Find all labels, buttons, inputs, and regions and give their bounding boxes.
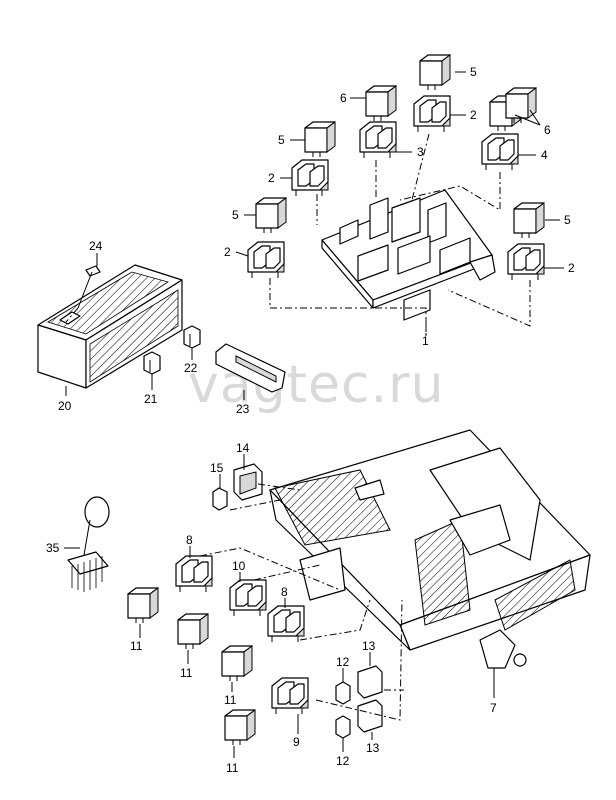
callout-21: 21 bbox=[144, 392, 158, 406]
dash-lines-bottom bbox=[199, 483, 404, 721]
callout-4: 4 bbox=[541, 148, 548, 162]
callout-11: 11 bbox=[180, 666, 193, 680]
holder-14 bbox=[233, 463, 263, 501]
screw-24 bbox=[65, 265, 101, 323]
fuse-puller-23 bbox=[215, 343, 286, 393]
callout-24: 24 bbox=[89, 239, 103, 253]
callout-15: 15 bbox=[210, 461, 224, 475]
relay-holder-3 bbox=[359, 121, 397, 159]
relay-holder-8b bbox=[267, 605, 305, 643]
callout-8: 8 bbox=[281, 585, 288, 599]
callout-11: 11 bbox=[226, 761, 239, 775]
callout-11: 11 bbox=[130, 639, 143, 653]
relay-holder-10 bbox=[229, 579, 267, 617]
holder-13a bbox=[357, 665, 383, 699]
callouts: 1 5 6 2 6 5 3 4 2 5 5 2 24 2 22 21 20 23… bbox=[46, 65, 575, 775]
callout-5: 5 bbox=[232, 208, 239, 222]
fuse-12a bbox=[335, 681, 351, 705]
leader-lines bbox=[64, 71, 564, 758]
relay-5d bbox=[513, 202, 545, 239]
callout-6: 6 bbox=[544, 123, 551, 137]
callout-35: 35 bbox=[46, 541, 60, 555]
callout-20: 20 bbox=[58, 399, 72, 413]
relay-5c bbox=[419, 54, 451, 91]
relay-11b bbox=[177, 613, 209, 650]
fuse-carrier-7 bbox=[269, 429, 591, 669]
callout-5: 5 bbox=[278, 133, 285, 147]
relay-5a bbox=[304, 121, 336, 158]
relay-holder-8a bbox=[175, 555, 213, 593]
callout-23: 23 bbox=[236, 402, 250, 416]
jumper-35 bbox=[67, 496, 110, 592]
callout-22: 22 bbox=[184, 361, 198, 375]
relay-holder-9 bbox=[271, 677, 309, 715]
relay-11a bbox=[127, 587, 159, 624]
relay-5b bbox=[255, 197, 287, 234]
relay-holder-2a bbox=[291, 159, 329, 197]
callout-14: 14 bbox=[236, 441, 250, 455]
fuse-22 bbox=[183, 325, 201, 349]
callout-5: 5 bbox=[470, 65, 477, 79]
holder-13b bbox=[357, 699, 383, 733]
fuse-21 bbox=[143, 351, 161, 375]
callout-11: 11 bbox=[224, 693, 237, 707]
callout-2: 2 bbox=[268, 171, 275, 185]
callout-8: 8 bbox=[186, 533, 193, 547]
relay-11d bbox=[224, 709, 256, 746]
fuse-box-20 bbox=[37, 264, 183, 389]
callout-7: 7 bbox=[490, 701, 497, 715]
callout-2: 2 bbox=[470, 108, 477, 122]
callout-1: 1 bbox=[422, 334, 429, 348]
callout-2: 2 bbox=[224, 245, 231, 259]
relay-6a bbox=[365, 85, 397, 122]
relay-holder-2c bbox=[413, 95, 451, 133]
relay-holder-2d bbox=[507, 243, 545, 281]
callout-13: 13 bbox=[362, 639, 376, 653]
callout-5: 5 bbox=[564, 213, 571, 227]
fuse-15 bbox=[212, 487, 228, 511]
relay-carrier-1 bbox=[321, 189, 496, 321]
callout-9: 9 bbox=[293, 735, 300, 749]
fuse-12b bbox=[335, 715, 351, 739]
callout-6: 6 bbox=[340, 91, 347, 105]
relay-holder-4 bbox=[481, 133, 519, 171]
callout-12: 12 bbox=[336, 754, 350, 768]
callout-3: 3 bbox=[417, 145, 424, 159]
relay-holder-2b bbox=[247, 241, 285, 279]
callout-10: 10 bbox=[232, 559, 246, 573]
callout-2: 2 bbox=[568, 261, 575, 275]
callout-12: 12 bbox=[336, 655, 350, 669]
callout-13: 13 bbox=[366, 741, 380, 755]
relay-11c bbox=[221, 645, 253, 682]
